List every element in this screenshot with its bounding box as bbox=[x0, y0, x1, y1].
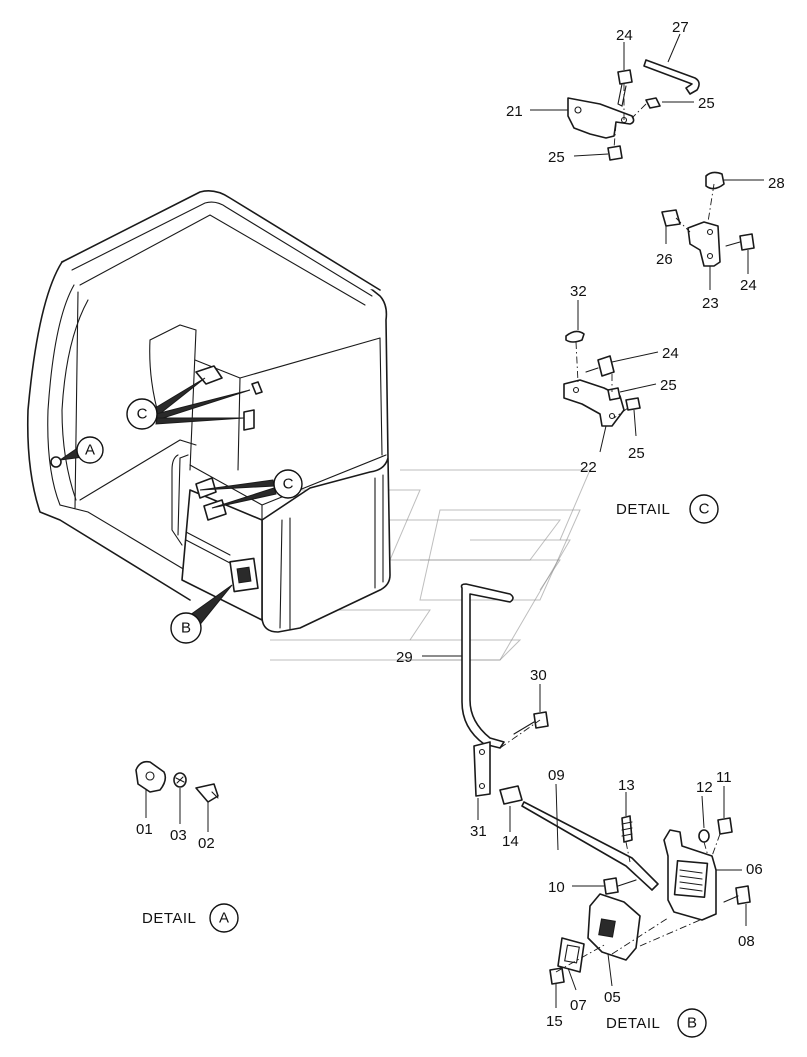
label-03: 03 bbox=[170, 827, 187, 844]
callout-c-upper: C bbox=[126, 377, 251, 430]
label-31: 31 bbox=[470, 823, 487, 840]
label-25-right: 25 bbox=[698, 95, 715, 112]
leader-lines bbox=[145, 33, 764, 1008]
label-13: 13 bbox=[618, 777, 635, 794]
label-01: 01 bbox=[136, 821, 153, 838]
label-25-bottom: 25 bbox=[548, 149, 565, 166]
label-29: 29 bbox=[396, 649, 413, 666]
label-14: 14 bbox=[502, 833, 519, 850]
watermark-logo bbox=[269, 469, 591, 661]
label-32: 32 bbox=[570, 283, 587, 300]
part-number-labels: 24 27 21 25 25 28 26 24 23 32 24 25 25 2… bbox=[136, 19, 785, 1030]
detail-b-parts bbox=[460, 583, 751, 985]
svg-text:A: A bbox=[219, 910, 229, 927]
label-26: 26 bbox=[656, 251, 673, 268]
label-28: 28 bbox=[768, 175, 785, 192]
label-08: 08 bbox=[738, 933, 755, 950]
label-24-top: 24 bbox=[616, 27, 633, 44]
svg-text:DETAIL: DETAIL bbox=[142, 910, 196, 927]
label-15: 15 bbox=[546, 1013, 563, 1030]
detail-c-caption: DETAIL C bbox=[616, 494, 719, 524]
label-10: 10 bbox=[548, 879, 565, 896]
label-02: 02 bbox=[198, 835, 215, 852]
svg-text:B: B bbox=[687, 1015, 697, 1032]
label-11: 11 bbox=[716, 769, 732, 786]
label-06: 06 bbox=[746, 861, 763, 878]
label-12: 12 bbox=[696, 779, 713, 796]
label-27: 27 bbox=[672, 19, 689, 36]
detail-a-parts bbox=[135, 760, 219, 803]
label-24-lower: 24 bbox=[662, 345, 679, 362]
svg-text:C: C bbox=[283, 476, 294, 493]
label-07: 07 bbox=[570, 997, 587, 1014]
svg-text:C: C bbox=[699, 501, 710, 518]
label-09: 09 bbox=[548, 767, 565, 784]
detail-c-parts bbox=[563, 59, 755, 427]
detail-a-caption: DETAIL A bbox=[142, 903, 239, 933]
label-30: 30 bbox=[530, 667, 547, 684]
callout-c-lower: C bbox=[199, 469, 303, 509]
label-22: 22 bbox=[580, 459, 597, 476]
label-23: 23 bbox=[702, 295, 719, 312]
label-25-lower: 25 bbox=[660, 377, 677, 394]
label-21: 21 bbox=[506, 103, 523, 120]
svg-text:C: C bbox=[137, 406, 148, 423]
svg-text:B: B bbox=[181, 620, 191, 637]
svg-text:A: A bbox=[85, 442, 95, 459]
callout-a: A bbox=[59, 436, 104, 464]
detail-b-caption: DETAIL B bbox=[606, 1008, 707, 1038]
svg-text:DETAIL: DETAIL bbox=[616, 501, 670, 518]
svg-text:DETAIL: DETAIL bbox=[606, 1015, 660, 1032]
label-25-low2: 25 bbox=[628, 445, 645, 462]
label-24-mid: 24 bbox=[740, 277, 757, 294]
cab-assembly bbox=[26, 190, 391, 633]
callout-b: B bbox=[170, 584, 233, 644]
label-05: 05 bbox=[604, 989, 621, 1006]
